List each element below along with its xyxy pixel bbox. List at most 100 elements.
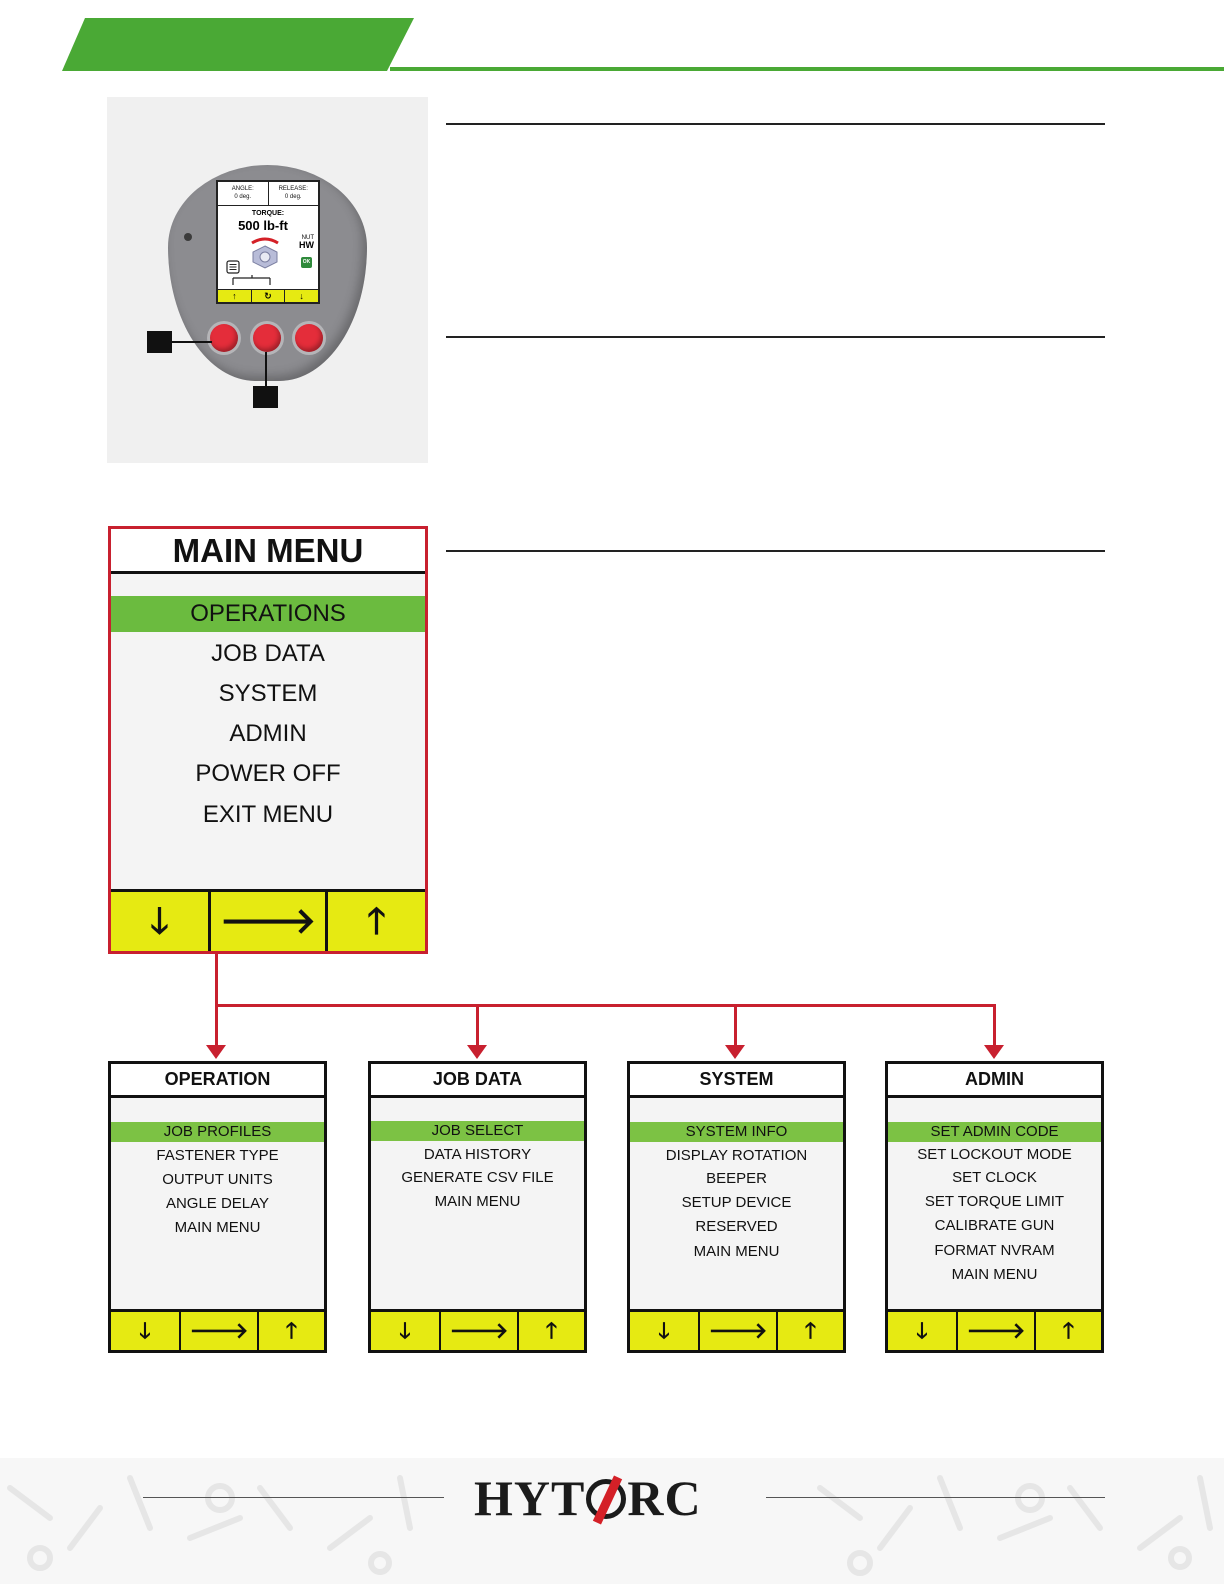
submenu-admin-down-arrow-icon[interactable]: 🡓 [916,1318,928,1343]
submenu-admin-item-format-nvram[interactable]: FORMAT NVRAM [934,1242,1055,1259]
connector-drop-admin [993,1004,996,1047]
main-menu-item-job-data[interactable]: JOB DATA [211,640,325,667]
submenu-operation-up-arrow-icon[interactable]: 🡑 [285,1318,298,1343]
submenu-admin-item-set-torque-limit[interactable]: SET TORQUE LIMIT [924,1193,1065,1210]
lcd-angle-cell: ANGLE: 0 deg. [218,182,268,205]
submenu-system-title: SYSTEM [630,1064,843,1098]
submenu-job-data-down-arrow-icon[interactable]: 🡓 [399,1318,411,1343]
nut-icon [251,237,279,269]
lcd-cycle-icon: ↻ [250,290,285,302]
submenu-operation-right-arrow-icon[interactable]: 🡒 [189,1318,249,1343]
submenu-admin-right-arrow-icon[interactable]: 🡒 [966,1318,1026,1343]
submenu-admin-item-calibrate-gun[interactable]: CALIBRATE GUN [934,1217,1055,1234]
lcd-torque-label: TORQUE: [251,210,285,217]
submenu-job-data-up-arrow-icon[interactable]: 🡑 [545,1318,558,1343]
logo-o-slash-icon [586,1479,627,1519]
submenu-job-data-bar-divider-2 [517,1312,519,1350]
hytorc-logo: HYT RC [474,1470,744,1526]
submenu-operation: OPERATION JOB PROFILES FASTENER TYPE OUT… [108,1061,327,1353]
submenu-operation-item-job-profiles[interactable]: JOB PROFILES [111,1122,324,1142]
submenu-job-data-item-generate-csv-file[interactable]: GENERATE CSV FILE [401,1169,554,1186]
lcd-readout-row: ANGLE: 0 deg. RELEASE: 0 deg. [218,182,318,206]
submenu-operation-item-main-menu[interactable]: MAIN MENU [174,1219,261,1236]
center-red-button[interactable] [253,324,281,352]
menu-list-icon [226,260,240,274]
lcd-angle-label: ANGLE: [231,186,254,192]
submenu-system-item-system-info[interactable]: SYSTEM INFO [630,1122,843,1142]
section-rule-3 [446,550,1105,552]
footer-rule-left [143,1497,444,1498]
submenu-system-item-reserved[interactable]: RESERVED [695,1218,778,1235]
submenu-job-data-item-data-history[interactable]: DATA HISTORY [423,1146,532,1163]
submenu-operation-down-arrow-icon[interactable]: 🡓 [139,1318,151,1343]
lcd-torque-value: 500 lb-ft [238,218,288,233]
callout-marker-left [147,331,172,353]
submenu-operation-item-fastener-type[interactable]: FASTENER TYPE [156,1147,279,1164]
submenu-job-data-bar-divider-1 [439,1312,441,1350]
logo-text-left: HYT [474,1470,586,1526]
submenu-operation-bar-divider-2 [257,1312,259,1350]
right-red-button[interactable] [295,324,323,352]
submenu-job-data: JOB DATA JOB SELECT DATA HISTORY GENERAT… [368,1061,587,1353]
lcd-up-arrow: ↑ [232,291,237,301]
submenu-system-down-arrow-icon[interactable]: 🡓 [658,1318,670,1343]
submenu-admin-bar-divider-2 [1034,1312,1036,1350]
submenu-job-data-right-arrow-icon[interactable]: 🡒 [449,1318,509,1343]
main-menu-item-power-off[interactable]: POWER OFF [195,760,341,787]
submenu-system-item-display-rotation[interactable]: DISPLAY ROTATION [665,1147,808,1164]
submenu-operation-item-angle-delay[interactable]: ANGLE DELAY [165,1195,270,1212]
main-menu-screen: MAIN MENU OPERATIONS JOB DATA SYSTEM ADM… [108,526,428,954]
submenu-job-data-item-main-menu[interactable]: MAIN MENU [434,1193,521,1210]
logo-text-right: RC [627,1470,702,1526]
submenu-system-item-setup-device[interactable]: SETUP DEVICE [681,1194,792,1211]
shortcut-arrows-icon [232,275,271,285]
submenu-system-bar-divider-2 [776,1312,778,1350]
header-green-tab [62,18,414,71]
lcd-angle-value: 0 deg. [234,194,252,200]
submenu-operation-bar-divider-1 [179,1312,181,1350]
section-rule-1 [446,123,1105,125]
submenu-system: SYSTEM SYSTEM INFO DISPLAY ROTATION BEEP… [627,1061,846,1353]
submenu-system-item-main-menu[interactable]: MAIN MENU [693,1243,780,1260]
submenu-system-item-beeper[interactable]: BEEPER [706,1170,767,1187]
submenu-job-data-title: JOB DATA [371,1064,584,1098]
footer-rule-right [766,1497,1105,1498]
arrowhead-operation [206,1045,226,1059]
main-menu-bar-divider-1 [208,892,211,951]
connector-drop-job-data [476,1004,479,1047]
main-menu-item-operations[interactable]: OPERATIONS [111,596,425,632]
submenu-admin-item-main-menu[interactable]: MAIN MENU [951,1266,1038,1283]
main-menu-item-system[interactable]: SYSTEM [218,680,318,707]
submenu-admin-item-set-lockout-mode[interactable]: SET LOCKOUT MODE [917,1146,1072,1163]
arrowhead-admin [984,1045,1004,1059]
lcd-release-cell: RELEASE: 0 deg. [267,182,319,205]
submenu-admin-title: ADMIN [888,1064,1101,1098]
housing-screw [184,233,192,241]
submenu-operation-title: OPERATION [111,1064,324,1098]
submenu-job-data-button-bar: 🡓 🡒 🡑 [371,1309,584,1350]
lcd-ok-badge: OK [301,257,312,268]
submenu-job-data-item-job-select[interactable]: JOB SELECT [371,1121,584,1141]
main-menu-right-arrow-icon[interactable]: 🡒 [219,900,317,941]
submenu-system-up-arrow-icon[interactable]: 🡑 [804,1318,817,1343]
submenu-admin-item-set-clock[interactable]: SET CLOCK [952,1169,1037,1186]
lcd-release-label: RELEASE: [278,186,308,192]
main-menu-item-exit-menu[interactable]: EXIT MENU [202,801,334,828]
submenu-system-right-arrow-icon[interactable]: 🡒 [708,1318,768,1343]
left-red-button[interactable] [210,324,238,352]
callout-marker-center [253,386,278,408]
main-menu-button-bar: 🡓 🡒 🡑 [111,889,425,951]
controller-lcd: ANGLE: 0 deg. RELEASE: 0 deg. TORQUE: 50… [216,180,320,304]
header-green-rule [390,67,1224,71]
submenu-operation-button-bar: 🡓 🡒 🡑 [111,1309,324,1350]
lcd-button-bar: ↑ ↻ ↓ [218,289,318,302]
submenu-operation-item-output-units[interactable]: OUTPUT UNITS [162,1171,273,1188]
main-menu-up-arrow-icon[interactable]: 🡑 [367,900,386,941]
main-menu-down-arrow-icon[interactable]: 🡓 [150,900,169,941]
submenu-admin-up-arrow-icon[interactable]: 🡑 [1062,1318,1075,1343]
connector-drop-system [734,1004,737,1047]
lcd-nut-label: NUT [301,235,314,241]
main-menu-item-admin[interactable]: ADMIN [229,720,307,747]
submenu-admin-item-set-admin-code[interactable]: SET ADMIN CODE [888,1122,1101,1142]
callout-leader-left [172,341,212,343]
